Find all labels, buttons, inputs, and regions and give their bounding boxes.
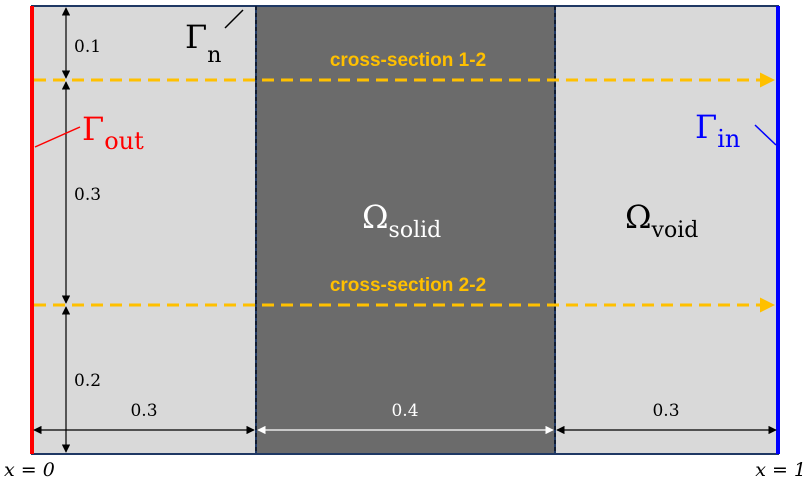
- cross-section-2-label: cross-section 2-2: [330, 275, 486, 296]
- gamma-in-leader-line: [754, 124, 777, 146]
- vertical-dimension-label-2: 0.3: [74, 185, 101, 205]
- horizontal-dimension-label-3: 0.3: [652, 401, 679, 421]
- vertical-dimension-label-1: 0.1: [74, 37, 101, 57]
- gamma-out-label: Γout: [82, 110, 144, 155]
- x-right-label: x = 1: [755, 459, 806, 481]
- gamma-in-label: Γin: [695, 108, 740, 153]
- cross-section-1-label: cross-section 1-2: [330, 50, 486, 71]
- omega-solid-label: Ωsolid: [362, 198, 441, 243]
- vertical-dimension-label-3: 0.2: [74, 371, 101, 391]
- horizontal-dimension-label-2: 0.4: [391, 401, 418, 421]
- gamma-n-label: Γn: [185, 18, 221, 68]
- horizontal-dimension-label-1: 0.3: [130, 401, 157, 421]
- gamma-out-leader-line: [34, 126, 81, 148]
- gamma-n-leader-line: [224, 9, 244, 29]
- x-left-label: x = 0: [4, 459, 55, 481]
- omega-void-label: Ωvoid: [625, 198, 698, 243]
